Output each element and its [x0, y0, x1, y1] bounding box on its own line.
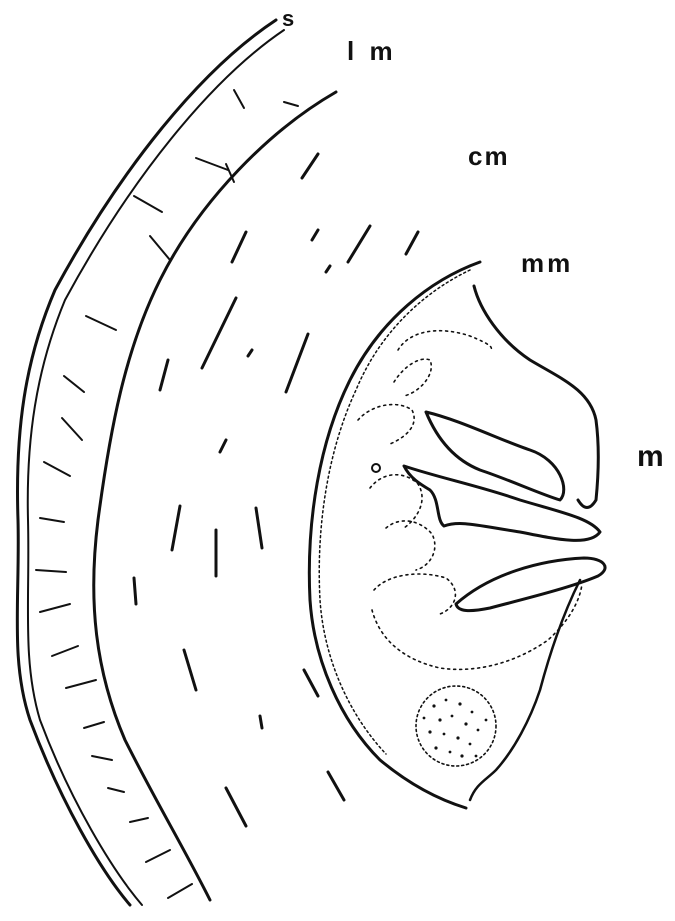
label-serosa: s: [282, 6, 295, 31]
label-muscularis-mucosae: mm: [521, 248, 574, 278]
lymphoid-nodule: [415, 685, 497, 767]
mucosa-layer: [357, 284, 607, 802]
circular-muscle-layer: [132, 152, 420, 828]
label-longitudinal-muscle: l m: [347, 36, 397, 66]
label-circular-muscle: cm: [468, 141, 510, 171]
serosa-layer: [15, 18, 285, 907]
label-mucosa: m: [637, 440, 664, 473]
muscularis-mucosae-layer: [307, 260, 482, 810]
longitudinal-muscle-layer: [35, 89, 338, 902]
